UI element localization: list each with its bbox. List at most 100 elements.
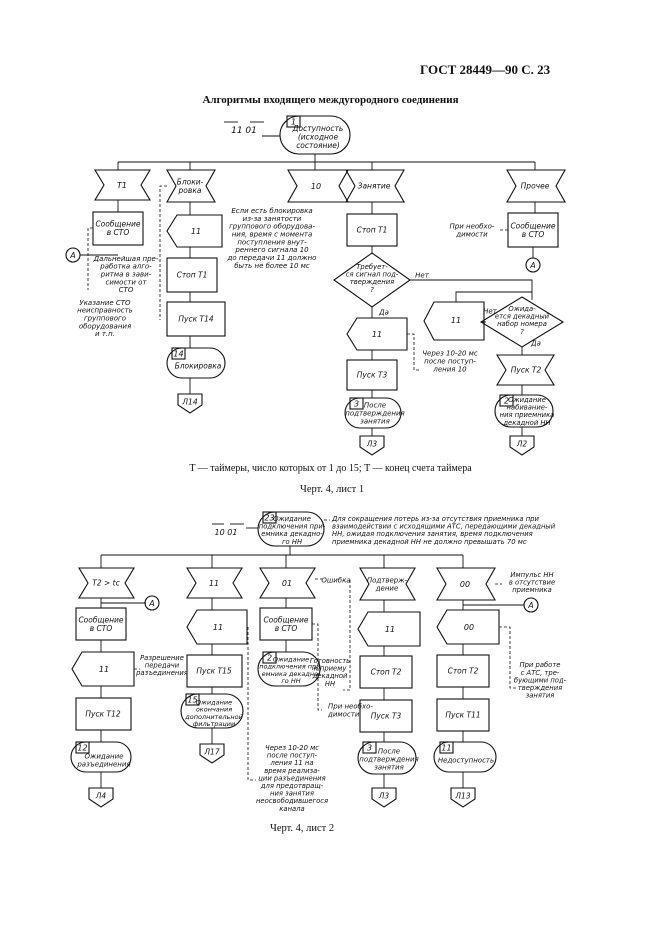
send-11-b [186, 609, 248, 645]
state-12-number [75, 741, 90, 754]
recv-busy-label: Занятие [358, 182, 391, 191]
send-11-wait [423, 301, 485, 341]
note-link-b [247, 627, 256, 781]
recv-t2tc-label: T2 > tc [92, 579, 120, 588]
sheet1-title: Алгоритмы входящего междугородного соеди… [202, 94, 459, 106]
recv-other-label: Прочее [521, 182, 550, 191]
state-11-label: Недоступность [438, 756, 494, 764]
busy-no-label: Нет [415, 271, 430, 279]
start-state-23 [257, 511, 325, 547]
recv-confirm-label: Подтверж-дение [367, 577, 408, 593]
exit-l13 [450, 787, 476, 808]
state-3-1-number [349, 397, 364, 410]
state-2-2 [257, 651, 321, 687]
stop-t2-e-label: Стоп Т2 [448, 667, 479, 676]
send-11-a [71, 651, 135, 687]
note-link-busy [407, 333, 420, 371]
recv-block [166, 169, 216, 203]
recv-busy [345, 169, 405, 203]
msg-sto-1 [92, 211, 144, 246]
send-11-wait-label: 11 [451, 316, 461, 325]
send-11-busy-label: 11 [372, 330, 382, 339]
link-busy-no [410, 279, 533, 300]
state-3-2-number [362, 741, 377, 754]
start-t14 [166, 301, 226, 337]
state-14-label: Блокировка [175, 362, 222, 371]
state-2-2-number-label: 2 [267, 653, 272, 662]
connector-a-3 [144, 595, 160, 611]
send-11-block-label: 11 [191, 227, 201, 236]
send-11-b-label: 11 [213, 623, 223, 632]
state-11-number-label: 11 [441, 743, 451, 752]
start-state-1-number-label: 1 [291, 117, 296, 126]
start-t3-2 [359, 699, 413, 733]
start-t12 [75, 697, 132, 731]
start-t15 [186, 654, 243, 688]
exit-l13-label: Л13 [454, 792, 470, 801]
start-t3-1-label: Пуск Т3 [357, 371, 388, 380]
exit-l3-2-label: Л3 [378, 792, 390, 801]
state-3-2 [357, 741, 417, 775]
recv-00-label: 00 [460, 580, 470, 589]
decade-yes-label: Да [530, 339, 541, 347]
state-2-1 [494, 394, 554, 428]
exit-l3-2 [371, 787, 397, 808]
note-link-t1 [87, 227, 93, 290]
state-15-number-label: 15 [187, 695, 197, 704]
note-continue-algorithm: Дальнейшая пре-работка алго-ритма в зави… [93, 255, 159, 294]
connector-a-1-label: A [69, 251, 75, 260]
busy-yes-label: Да [378, 308, 389, 316]
send-11-d-label: 11 [385, 625, 395, 634]
start-t15-label: Пуск Т15 [196, 667, 231, 676]
note-error: Ошибка [321, 576, 350, 584]
recv-01 [259, 567, 316, 599]
send-11-a-label: 11 [99, 665, 109, 674]
recv-confirm [359, 567, 416, 601]
note-receiver-loss: Для сокращения потерь из-за отсутствия п… [331, 515, 556, 546]
page-header: ГОСТ 28449—90 С. 23 [420, 62, 551, 77]
state-11 [433, 741, 497, 773]
note-link-c [312, 623, 322, 711]
start-t14-label: Пуск Т14 [178, 315, 213, 324]
exit-l2-1-label: Л2 [516, 440, 528, 449]
stop-t2-d-label: Стоп Т2 [371, 668, 402, 677]
state-3-1 [344, 397, 402, 429]
sheet1-caption: Черт. 4, лист 1 [300, 484, 365, 495]
note-link-e [499, 626, 516, 689]
recv-00 [436, 567, 496, 601]
stop-t1-block [166, 257, 218, 293]
send-00-e [436, 609, 500, 645]
recv-other [506, 169, 566, 203]
decade-no-label: Нет [483, 307, 498, 315]
state-2-1-number-label: 2 [504, 396, 509, 405]
recv-block-label: Блоки-ровка [177, 177, 204, 194]
send-11-busy [346, 317, 408, 351]
state-3-1-number-label: 3 [354, 399, 359, 408]
recv-t1 [94, 169, 151, 201]
state-12-number-label: 12 [77, 743, 87, 752]
recv-t2tc [78, 567, 135, 599]
start-signals-2: 10 01 [215, 528, 238, 537]
connector-a-2 [525, 257, 541, 273]
start-t2-1-label: Пуск Т2 [511, 366, 542, 375]
exit-l4-label: Л4 [95, 792, 107, 801]
note-other-optional: При необхо-димости [450, 223, 495, 239]
connector-a-4 [523, 597, 539, 613]
state-2-2-number [262, 651, 277, 664]
state-14 [166, 347, 226, 379]
